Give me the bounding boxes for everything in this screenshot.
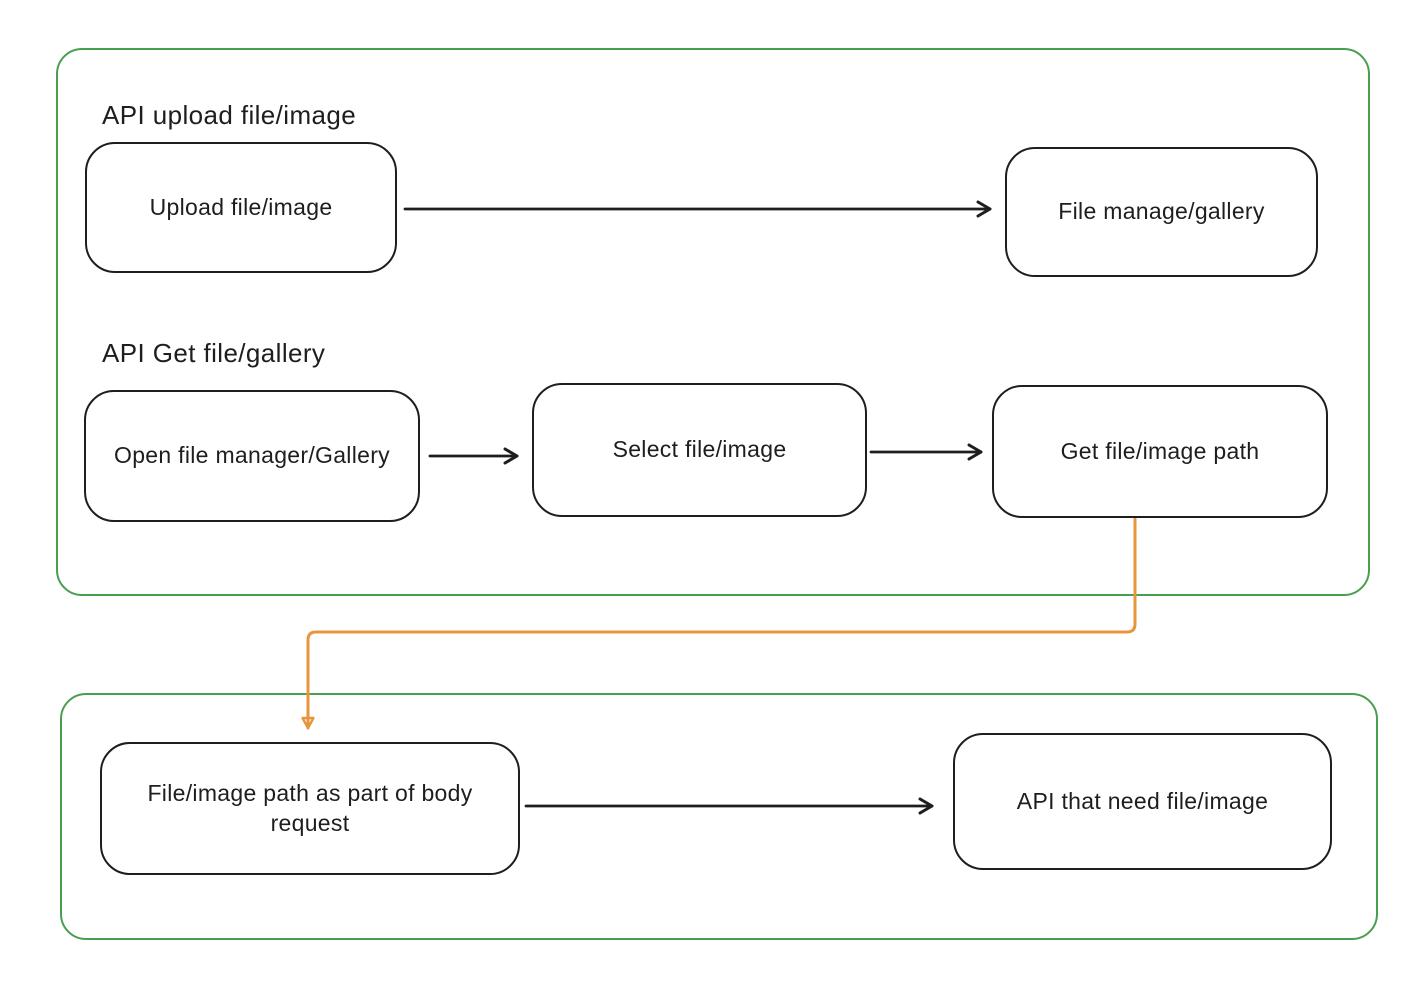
node-file-manage-gallery: File manage/gallery — [1005, 147, 1318, 277]
node-api-that-need-file: API that need file/image — [953, 733, 1332, 870]
node-label: File manage/gallery — [1058, 198, 1265, 225]
node-label: Open file manager/Gallery — [114, 442, 390, 469]
node-upload-file-image: Upload file/image — [85, 142, 397, 273]
node-label: API that need file/image — [1016, 787, 1269, 814]
node-label: File/image path as part of body request — [147, 779, 473, 836]
node-label: Get file/image path — [1060, 437, 1260, 464]
node-label: Select file/image — [612, 436, 787, 463]
section-title-get-flow: API Get file/gallery — [102, 338, 326, 368]
node-open-file-manager: Open file manager/Gallery — [84, 390, 420, 522]
section-title-upload-flow: API upload file/image — [102, 100, 357, 130]
node-label: Upload file/image — [149, 193, 333, 220]
node-select-file-image: Select file/image — [532, 383, 867, 517]
node-file-path-body-request: File/image path as part of body request — [100, 742, 520, 875]
node-get-file-image-path: Get file/image path — [992, 385, 1328, 518]
